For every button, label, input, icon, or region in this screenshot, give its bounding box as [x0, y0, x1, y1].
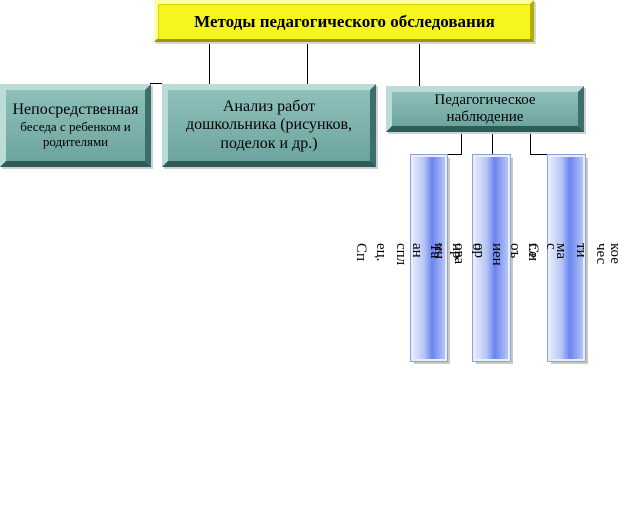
observation-type-text: Та ан — [409, 243, 443, 259]
analysis-line-2: дошкольника (рисунков, — [185, 116, 353, 134]
analysis-method-box: Анализ работ дошкольника (рисунков, поде… — [162, 84, 376, 167]
connector-line — [431, 154, 462, 155]
root-method-box: Методы педагогического обследования — [154, 0, 534, 42]
conversation-line-2: беседа с ребенком и — [20, 118, 131, 134]
observation-type-text: с г.е — [525, 243, 559, 258]
observation-type-text: Сп — [353, 243, 369, 262]
connector-line — [530, 132, 531, 155]
observation-type-text: о ова — [451, 243, 485, 265]
observation-type-text: иен — [489, 243, 505, 266]
analysis-line-1: Анализ работ — [222, 97, 316, 115]
connector-line — [209, 42, 210, 84]
connector-line — [530, 154, 566, 155]
observation-type-text: ор — [471, 243, 487, 258]
conversation-method-box: Непосредственная беседа с ребенком и род… — [0, 84, 151, 167]
observation-type-text: ти — [573, 243, 589, 258]
observation-type-text: ир ин — [431, 243, 465, 260]
conversation-line-1: Непосредственная — [12, 101, 139, 119]
observation-type-text: чес — [593, 243, 609, 265]
observation-type-text: кое — [607, 243, 623, 264]
observation-type-text: ец. — [373, 243, 389, 262]
conversation-line-3: родителями — [42, 133, 109, 149]
connector-line — [461, 132, 462, 154]
observation-type-text: спл — [393, 243, 409, 266]
observation-method-box: Педагогическое наблюдение — [386, 86, 584, 132]
observation-line-1: Педагогическое — [434, 91, 536, 108]
connector-line — [307, 42, 308, 84]
observation-type-box — [547, 154, 586, 362]
observation-type-box — [472, 154, 511, 362]
connector-line — [419, 42, 420, 86]
observation-type-text: Си оъ — [507, 243, 541, 262]
connector-line — [492, 132, 493, 155]
observation-type-text: ма — [553, 243, 569, 260]
connector-line — [150, 83, 162, 84]
root-title: Методы педагогического обследования — [158, 3, 530, 39]
observation-line-2: наблюдение — [446, 109, 524, 125]
observation-type-box — [410, 154, 448, 362]
analysis-line-3: поделок и др.) — [220, 134, 318, 152]
